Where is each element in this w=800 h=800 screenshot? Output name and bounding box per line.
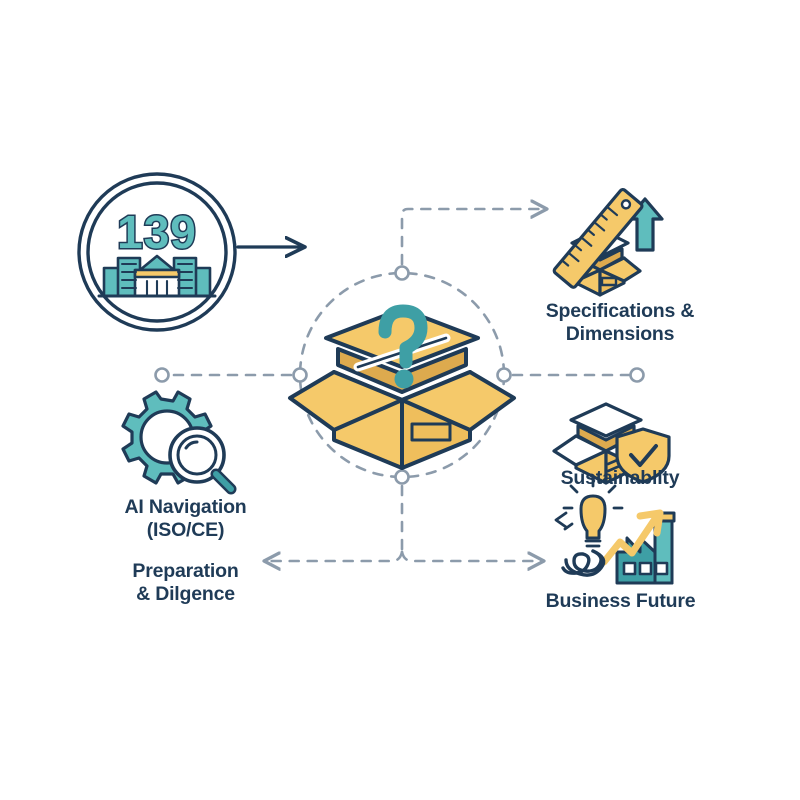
facility-badge: 139 (77, 172, 237, 332)
ring-node-top (394, 265, 410, 281)
endpoint-dot-left (154, 367, 170, 383)
box-shield-check-icon (552, 402, 671, 485)
branch-label-business-future: Business Future (545, 590, 696, 612)
building-icon (97, 254, 217, 298)
box-ruler-arrow-icon (552, 187, 664, 297)
connector-to-specifications (400, 209, 546, 266)
ring-node-bottom (394, 469, 410, 485)
ring-nodes (292, 265, 512, 485)
branch-label-specifications: Specifications & Dimensions (545, 300, 695, 345)
facility-count-number: 139 (117, 206, 197, 258)
gear-magnifier-icon (121, 390, 237, 495)
connector-bottom-split-right (400, 550, 543, 561)
branch-label-preparation: Preparation & Dilgence (132, 560, 239, 605)
ring-node-left (292, 367, 308, 383)
dashed-connectors (161, 209, 636, 561)
connector-endpoint-dots (154, 367, 645, 383)
bulb-factory-growth-icon (554, 476, 676, 585)
branch-label-ai-navigation: AI Navigation (ISO/CE) (124, 496, 247, 541)
ring-node-right (496, 367, 512, 383)
branch-label-sustainability: Sustainablity (560, 467, 680, 489)
box-question-mark-icon (288, 304, 516, 470)
endpoint-dot-right (629, 367, 645, 383)
connector-bottom-split-left (265, 550, 404, 561)
